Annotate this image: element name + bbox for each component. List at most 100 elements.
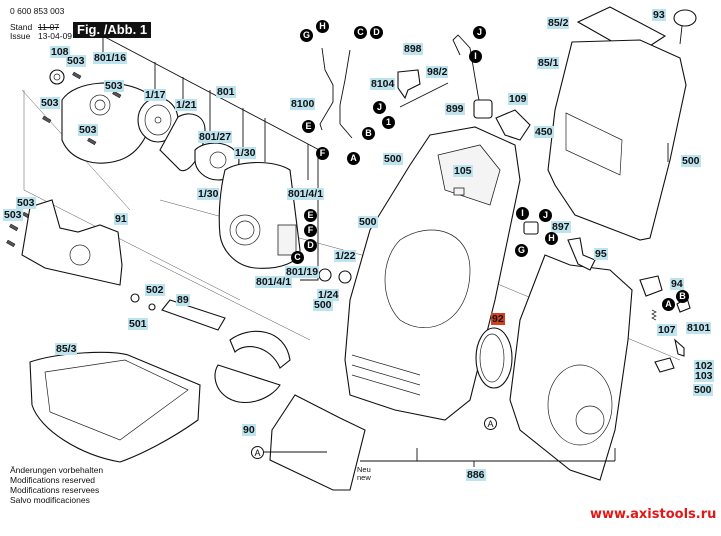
right-housing xyxy=(509,254,633,481)
part-label: 1/17 xyxy=(144,89,167,101)
modification-notes: Änderungen vorbehalten Modifications res… xyxy=(10,465,103,505)
part-label: 1/24 xyxy=(317,289,340,301)
part-label: 8101 xyxy=(686,322,712,334)
part-898 xyxy=(397,69,421,100)
part-103 xyxy=(654,357,675,373)
connector-marker-d: D xyxy=(370,26,383,39)
connector-marker-c: C xyxy=(354,26,367,39)
part-label: 103 xyxy=(694,370,714,382)
part-label: 500 xyxy=(383,153,403,165)
part-105 xyxy=(453,187,465,196)
note-german: Änderungen vorbehalten xyxy=(10,465,104,475)
part-label: 102 xyxy=(694,360,714,372)
part-label: 899 xyxy=(445,103,465,115)
part-label: 109 xyxy=(508,93,528,105)
part-label: 90 xyxy=(242,424,256,436)
part-label: 501 xyxy=(128,318,148,330)
cable-899 xyxy=(452,34,481,106)
part-label: 801/19 xyxy=(285,266,320,278)
reference-marker-a: A xyxy=(484,417,497,430)
part-label: 503 xyxy=(66,55,86,67)
part-89 xyxy=(161,299,226,331)
washer-502 xyxy=(148,303,156,311)
figure-title: Fig. /Abb. 1 xyxy=(73,22,152,38)
connector-marker-b: B xyxy=(676,290,689,303)
issue-label: Issue xyxy=(10,31,31,41)
watermark-link[interactable]: www.axistools.ru xyxy=(590,507,717,522)
part-label: 1/30 xyxy=(234,147,257,159)
part-label: 1/21 xyxy=(175,99,198,111)
connector-marker-i: I xyxy=(469,50,482,63)
part-label: 503 xyxy=(104,80,124,92)
stand-label: Stand xyxy=(10,22,33,32)
part-label: 801/4/1 xyxy=(255,276,293,288)
part-label: 801 xyxy=(216,86,236,98)
part-label: 94 xyxy=(670,278,684,290)
part-label: 89 xyxy=(176,294,190,306)
connector-marker-j: J xyxy=(539,209,552,222)
part-label: 503 xyxy=(78,124,98,136)
part-label: 1/30 xyxy=(197,188,220,200)
connector-marker-j: J xyxy=(473,26,486,39)
rod-8100 xyxy=(319,47,334,131)
rod-98-2 xyxy=(399,82,449,108)
connector-marker-b: B xyxy=(362,127,375,140)
part-label: 95 xyxy=(594,248,608,260)
part-label: 500 xyxy=(313,299,333,311)
chute xyxy=(269,394,366,491)
part-label: 503 xyxy=(3,209,23,221)
connector-marker-e: E xyxy=(304,209,317,222)
connector-marker-g: G xyxy=(300,29,313,42)
connector-marker-d: D xyxy=(304,239,317,252)
part-label: 85/2 xyxy=(547,17,570,29)
part-label: 91 xyxy=(114,213,128,225)
spring-107 xyxy=(651,309,657,321)
screws-503 xyxy=(6,71,122,248)
part-label: 897 xyxy=(551,221,571,233)
reference-marker-a: A xyxy=(251,446,264,459)
part-label: 801/27 xyxy=(198,131,233,143)
part-label: 801/4/1 xyxy=(287,188,325,200)
stand-value: 11-07 xyxy=(38,22,60,32)
part-label: 105 xyxy=(453,165,473,177)
part-label: 503 xyxy=(40,97,60,109)
neu-text: Neu xyxy=(357,465,371,474)
part-94 xyxy=(639,275,663,297)
part-label: 107 xyxy=(657,324,677,336)
connector-marker-f: F xyxy=(316,147,329,160)
connector-marker-a: A xyxy=(347,152,360,165)
part-label: 500 xyxy=(358,216,378,228)
part-label-highlighted: 92 xyxy=(491,313,505,325)
armature-1-21 xyxy=(159,113,206,172)
part-label: 1/22 xyxy=(334,250,357,262)
part-label: 503 xyxy=(16,197,36,209)
connector-marker-h: H xyxy=(545,232,558,245)
rod-8104 xyxy=(339,49,353,139)
base-85-3 xyxy=(29,351,201,463)
note-spanish: Salvo modificaciones xyxy=(10,495,90,505)
new-text: new xyxy=(357,473,371,482)
part-label: 8104 xyxy=(370,78,396,90)
connector-marker-i: I xyxy=(516,207,529,220)
connector-marker-j: J xyxy=(373,101,386,114)
doc-number: 0 600 853 003 xyxy=(10,6,65,16)
switch-897 xyxy=(523,221,539,235)
part-label: 500 xyxy=(693,384,713,396)
housing-85-1 xyxy=(547,39,687,241)
part-label: 108 xyxy=(50,46,70,58)
washer-108 xyxy=(49,69,65,85)
part-label: 85/1 xyxy=(537,57,560,69)
connector-marker-c: C xyxy=(291,251,304,264)
connector-marker-a: A xyxy=(662,298,675,311)
part-109 xyxy=(495,109,531,141)
part-label: 8100 xyxy=(290,98,316,110)
connector-marker-e: E xyxy=(302,120,315,133)
part-label: 502 xyxy=(145,284,165,296)
issue-value: 13-04-09 xyxy=(38,31,73,41)
seal-92 xyxy=(475,327,513,389)
part-label: 98/2 xyxy=(426,66,449,78)
bracket-91 xyxy=(21,199,123,286)
part-label: 801/16 xyxy=(93,52,128,64)
part-label: 85/3 xyxy=(55,343,78,355)
